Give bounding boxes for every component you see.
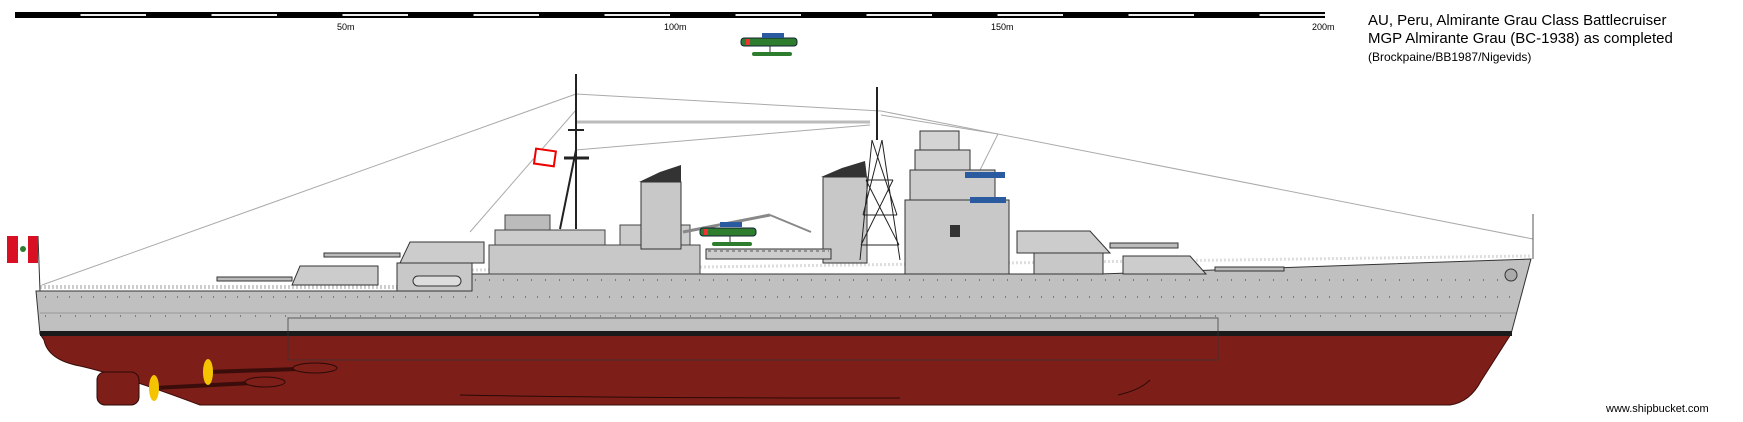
scale-bar-segment (604, 14, 670, 16)
title-line-class: AU, Peru, Almirante Grau Class Battlecru… (1368, 12, 1667, 29)
title-block: AU, Peru, Almirante Grau Class Battlecru… (1368, 12, 1673, 66)
rudder (96, 371, 140, 406)
scale-bar-segment (211, 14, 277, 16)
underwater-gear (96, 359, 338, 406)
bow-crest (1504, 268, 1518, 282)
scale-tick-50: 50m (337, 22, 355, 32)
ships-boat (412, 275, 462, 287)
peru-ensign (7, 235, 41, 292)
scale-bar-segment (80, 14, 146, 16)
funnel-fore (821, 161, 868, 264)
hull-upper-gray (35, 258, 1532, 335)
scale-bar-segment (1259, 14, 1325, 16)
scale-bar-segment (342, 14, 408, 16)
scale-tick-100: 100m (664, 22, 687, 32)
scale-tick-150: 150m (991, 22, 1014, 32)
scale-bar-segment (866, 14, 932, 16)
turret-b (1016, 230, 1179, 275)
propeller-outer (149, 375, 159, 401)
turret-y (216, 265, 379, 286)
foremast-tower (859, 87, 901, 261)
command-flag (532, 147, 558, 168)
mainmast (559, 74, 589, 230)
armor-belt (287, 317, 1219, 361)
turret-a (1122, 255, 1285, 275)
title-line-ship: MGP Almirante Grau (BC-1938) as complete… (1368, 30, 1673, 47)
hull-lower-red (39, 333, 1512, 406)
scale-bar-segment (473, 14, 539, 16)
rigging (41, 93, 1534, 286)
funnel-aft (639, 165, 682, 250)
scale-tick-200: 200m (1312, 22, 1335, 32)
scale-bar-segment (1128, 14, 1194, 16)
scale-bar-segment (735, 14, 801, 16)
title-line-authors: (Brockpaine/BB1987/Nigevids) (1368, 50, 1532, 64)
scale-bar (15, 12, 1325, 18)
site-credit: www.shipbucket.com (1606, 403, 1709, 415)
propeller-inner (203, 359, 213, 385)
scale-bar-segment (997, 14, 1063, 16)
seaplane-on-catapult (699, 222, 757, 246)
seaplane-in-flight (740, 33, 798, 56)
boot-topping (40, 331, 1512, 336)
catapult (705, 248, 832, 260)
bridge-superstructure (904, 130, 1010, 275)
